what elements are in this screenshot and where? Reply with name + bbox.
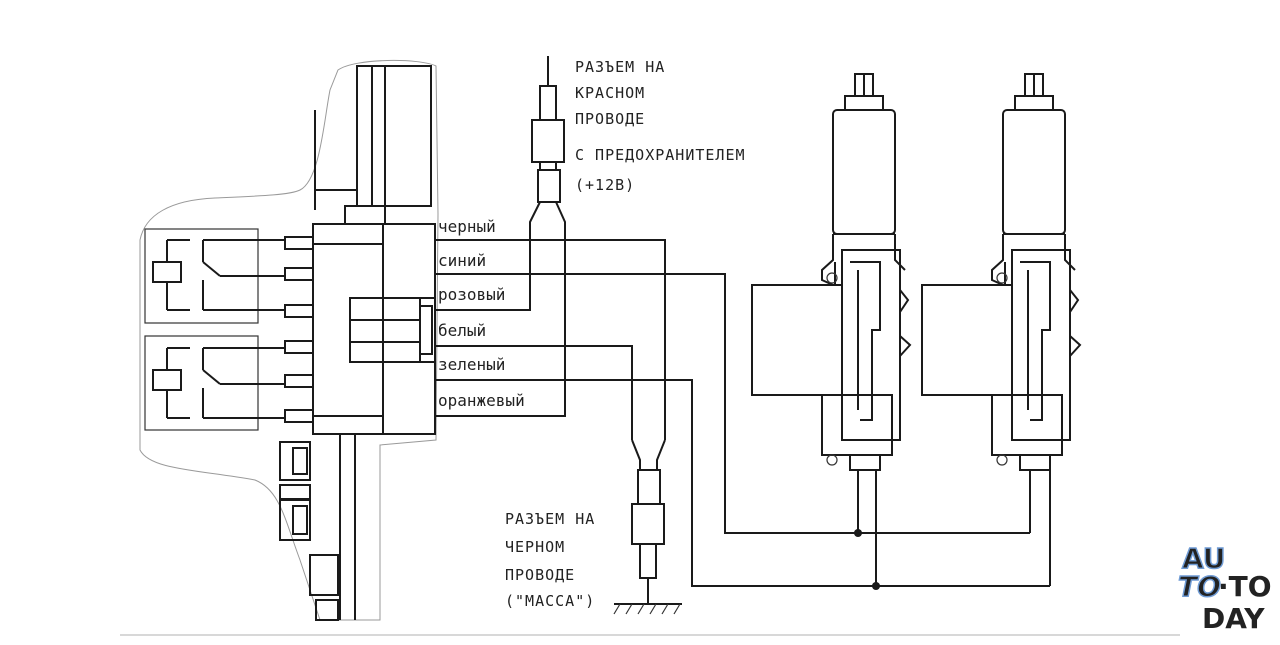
junction-dot <box>872 582 880 590</box>
wire-blue <box>435 273 1030 534</box>
wire-label-black: черный <box>438 217 496 236</box>
black-connector-caption: РАЗЪЕМ НА ЧЕРНОМ ПРОВОДЕ ("МАССА") <box>505 510 595 610</box>
unit-pins <box>284 236 314 423</box>
wire-label-orange: оранжевый <box>438 391 525 410</box>
actuator-2 <box>921 73 1082 471</box>
watermark-line-2b: ·TO <box>1218 570 1272 603</box>
autotoday-watermark: AU TO ·TO DAY <box>1177 541 1272 635</box>
wire-orange <box>435 230 566 417</box>
control-unit <box>139 59 439 621</box>
wire-pink <box>435 230 531 311</box>
red-caption-line-5: (+12В) <box>575 176 635 194</box>
red-caption-line-2: КРАСНОМ <box>575 84 645 102</box>
red-caption-line-4: С ПРЕДОХРАНИТЕЛЕМ <box>575 146 746 164</box>
ground-symbol <box>613 603 682 615</box>
unit-upper-block <box>356 65 432 207</box>
black-connector <box>613 380 682 615</box>
wire-label-white: белый <box>438 321 486 340</box>
red-caption-line-1: РАЗЪЕМ НА <box>575 58 665 76</box>
red-connector <box>529 56 566 234</box>
black-caption-line-4: ("МАССА") <box>505 592 595 610</box>
wire-label-blue: синий <box>438 251 486 270</box>
wire-labels: черный синий розовый белый зеленый оранж… <box>438 217 525 410</box>
black-caption-line-3: ПРОВОДЕ <box>505 566 575 584</box>
watermark-line-2a: TO <box>1178 570 1221 603</box>
unit-lower-blocks <box>279 434 356 621</box>
wire-green <box>435 379 1050 587</box>
wire-label-green: зеленый <box>438 355 505 374</box>
actuator-1 <box>751 73 912 471</box>
black-caption-line-1: РАЗЪЕМ НА <box>505 510 595 528</box>
junction-dot <box>854 529 862 537</box>
relay-1 <box>144 228 285 324</box>
watermark-line-1: AU <box>1182 542 1226 575</box>
wire-white <box>435 345 633 440</box>
red-caption-line-3: ПРОВОДЕ <box>575 110 645 128</box>
watermark-line-3: DAY <box>1202 602 1265 635</box>
black-caption-line-2: ЧЕРНОМ <box>505 538 565 556</box>
red-connector-caption: РАЗЪЕМ НА КРАСНОМ ПРОВОДЕ С ПРЕДОХРАНИТЕ… <box>575 58 746 194</box>
relay-2 <box>144 335 285 431</box>
unit-connector-body <box>312 223 436 435</box>
wire-label-pink: розовый <box>438 285 505 304</box>
unit-connector-plug <box>349 297 421 363</box>
wires <box>435 230 1051 590</box>
